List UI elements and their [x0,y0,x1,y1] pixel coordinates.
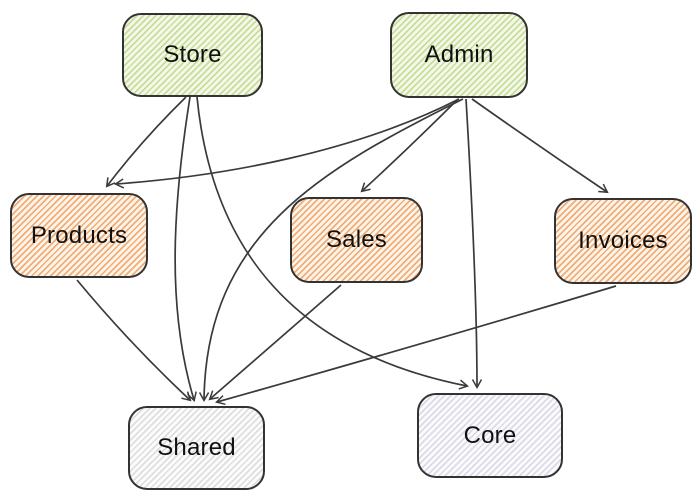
edge-store-shared [174,96,197,402]
edge-admin-sales [360,98,459,193]
node-core: Core [417,393,563,478]
edge-store-products [105,96,187,188]
node-label: Shared [157,434,236,461]
node-label: Core [463,421,517,449]
node-label: Invoices [578,227,668,254]
node-label: Products [30,221,128,249]
edge-admin-products [113,98,460,189]
node-shared: Shared [128,406,265,490]
edge-invoices-shared [215,285,617,406]
node-label: Admin [424,41,494,68]
edge-store-core [196,96,469,390]
node-admin: Admin [390,12,528,98]
edge-admin-invoices [471,98,609,194]
edge-products-shared [76,279,192,402]
edge-sales-shared [208,284,342,401]
node-store: Store [122,13,263,97]
node-label: Store [163,41,222,68]
node-sales: Sales [290,197,423,283]
edge-admin-shared [198,98,464,403]
node-invoices: Invoices [554,198,692,284]
node-products: Products [10,193,148,278]
edge-admin-core [465,98,483,390]
node-label: Sales [325,226,388,253]
